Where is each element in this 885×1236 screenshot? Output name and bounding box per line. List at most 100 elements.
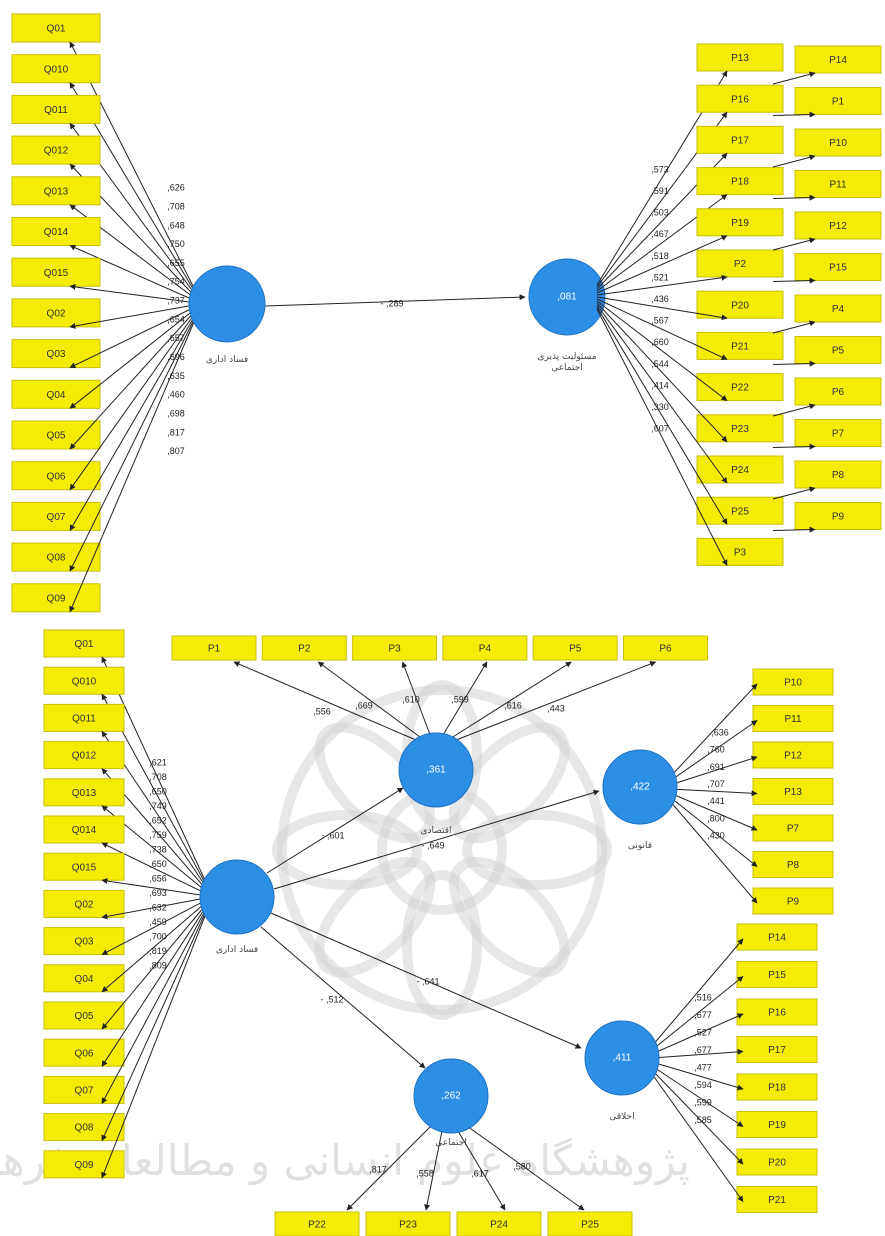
loading-coef: ,754 [167,277,185,287]
indicator-p1: P1 [171,635,257,661]
loading-coef: ,599 [694,1097,712,1107]
loading-arrow [455,661,657,741]
loading-arrow [651,1073,744,1202]
latent-economic-circle [398,732,474,808]
indicator-q011-label: Q011 [72,714,96,725]
watermark-ring [277,685,607,1015]
indicator-p16-label: P16 [731,94,749,105]
indicator-p18: P18 [736,1073,818,1101]
loading-arrow [669,720,758,782]
loading-arrow [651,938,744,1047]
loading-arrow [596,300,728,401]
indicator-p20-box [696,290,784,319]
path-coef-social: - ,512 [320,994,343,1004]
indicator-q04-label: Q04 [75,974,94,985]
loading-arrow [101,903,210,1104]
loading-coef: ,443 [547,703,565,713]
indicator-p23-box [696,414,784,443]
indicator-p22: P22 [274,1211,360,1236]
latent-ethical-r2: ,411 [613,1053,632,1064]
indicator-p4: P4 [442,635,528,661]
loading-arrow [669,796,758,867]
indicator-p3: P3 [696,537,784,566]
indicator-p1-box [794,87,882,115]
indicator-q06: Q06 [43,1038,125,1067]
indicator-p5-box [532,635,618,661]
loading-arrow [101,904,210,1142]
indicator-p15: P15 [736,961,818,988]
indicator-q05-label: Q05 [47,431,66,442]
indicator-q07-box [11,501,101,531]
loading-arrow [772,194,816,201]
loading-arrow [596,306,728,525]
loading-arrow [772,320,816,334]
latent-economic-r2: ,361 [426,765,446,776]
latent-ethical-circle [584,1020,660,1096]
indicator-p15-box [736,961,818,988]
loading-coef: ,737 [167,296,185,306]
indicator-q01-box [43,629,125,658]
indicator-q01-label: Q01 [75,639,94,650]
indicator-q012-label: Q012 [72,751,97,762]
indicator-q06-label: Q06 [75,1048,94,1059]
indicator-q09-label: Q09 [75,1160,94,1171]
loading-arrow [454,1125,506,1211]
indicator-p25-label: P25 [731,506,749,517]
indicator-q010: Q010 [43,666,125,695]
indicator-p4-box [794,294,882,323]
indicator-p25-label: P25 [581,1220,599,1231]
loading-coef: ,760 [707,745,725,755]
watermark-petal [402,870,482,1020]
loading-arrow [439,661,488,741]
indicator-p25: P25 [696,496,784,525]
indicator-q013-label: Q013 [44,186,69,197]
loading-arrow [101,896,210,920]
indicator-q08-box [43,1113,125,1142]
indicator-q014-label: Q014 [44,227,69,238]
loading-coef: ,693 [149,888,167,898]
loading-arrow [772,360,816,367]
loading-arrow [596,274,728,296]
loading-coef: ,441 [707,796,725,806]
indicator-p24: P24 [696,455,784,484]
loading-arrow [69,310,198,491]
loading-coef: ,460 [167,390,185,400]
indicator-q010-box [43,666,125,695]
indicator-p14-label: P14 [829,55,847,66]
loading-arrow [69,313,198,572]
indicator-p7: P7 [794,419,882,447]
indicator-p24-label: P24 [731,465,749,476]
indicator-p24-label: P24 [490,1220,508,1231]
latent-corruption-label: فساد اداری [206,355,248,365]
loading-coef: ,817 [369,1164,387,1174]
indicator-q014-label: Q014 [72,825,97,836]
indicator-p4: P4 [794,294,882,323]
indicator-p2-label: P2 [734,259,747,270]
indicator-p8-box [794,460,882,489]
indicator-q013-box [11,176,101,206]
indicator-q08: Q08 [11,542,101,572]
watermark-petal [448,856,570,978]
indicator-q015: Q015 [43,852,125,881]
indicator-p4-label: P4 [479,644,492,655]
loading-coef: ,656 [149,873,167,883]
indicator-p12: P12 [794,211,882,240]
loading-arrow [772,154,816,168]
indicator-p17-box [696,125,784,154]
loading-coef: ,626 [167,183,185,193]
loading-arrow [772,403,816,417]
latent-corruption-circle [188,265,266,343]
indicator-p16: P16 [736,998,818,1026]
indicator-p8-box [752,851,834,878]
loading-coef: ,594 [694,1080,712,1090]
indicator-p3-label: P3 [734,548,747,559]
indicator-q012: Q012 [43,741,125,770]
loading-arrow [69,308,198,450]
indicator-p15: P15 [794,253,882,281]
indicator-p4-label: P4 [832,304,845,315]
loading-arrow [596,308,728,566]
loading-arrow [101,899,210,993]
indicator-p19-box [696,208,784,237]
indicator-q08-label: Q08 [75,1123,94,1134]
